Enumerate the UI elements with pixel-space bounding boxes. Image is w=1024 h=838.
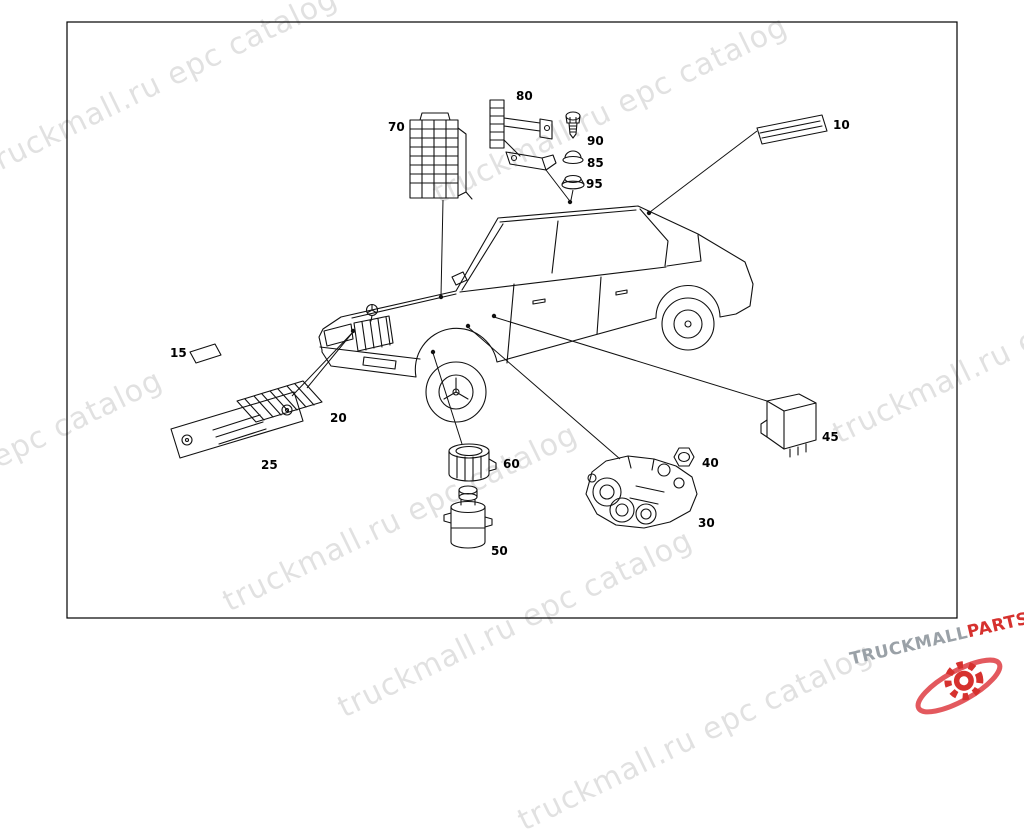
part-label-40: 40 [702, 456, 719, 470]
part-45-relay [760, 393, 817, 458]
part-40-nut [673, 447, 695, 467]
part-drawings [170, 99, 828, 549]
side-mirror [451, 271, 468, 286]
part-label-70: 70 [388, 120, 405, 134]
part-label-50: 50 [491, 544, 508, 558]
part-label-60: 60 [503, 457, 520, 471]
part-label-20: 20 [330, 411, 347, 425]
part-85-grommet [562, 150, 584, 165]
part-60-cap [448, 443, 497, 482]
part-15-plate [189, 343, 222, 364]
brand-logo: TRUCKMALLPARTS [848, 607, 1024, 757]
part-90-screw [565, 111, 581, 139]
part-label-95: 95 [586, 177, 603, 191]
door-handles [532, 289, 628, 305]
part-label-45: 45 [822, 430, 839, 444]
part-70-control-unit [409, 112, 473, 200]
license-plate [362, 356, 397, 370]
part-10-plate [756, 114, 828, 145]
part-80-bracket [489, 99, 557, 171]
part-label-30: 30 [698, 516, 715, 530]
part-label-25: 25 [261, 458, 278, 472]
grille [353, 315, 394, 352]
gear-swoosh-icon [915, 657, 1003, 715]
part-label-90: 90 [587, 134, 604, 148]
part-95-plug [561, 174, 585, 190]
mercedes-star-icon [365, 303, 379, 322]
part-50-pump [443, 485, 493, 549]
part-25-plate [170, 391, 304, 459]
rear-wheel [661, 297, 715, 351]
part-30-valve-body [585, 455, 698, 529]
car-drawing [318, 205, 754, 423]
headlight [323, 323, 354, 347]
leader-dots [350, 199, 652, 355]
part-20-plate [236, 380, 323, 423]
parts-diagram-svg [66, 21, 958, 619]
part-label-80: 80 [516, 89, 533, 103]
front-wheel [425, 361, 487, 423]
leader-lines [291, 130, 768, 460]
diagram-frame [66, 21, 958, 619]
part-label-10: 10 [833, 118, 850, 132]
part-label-15: 15 [170, 346, 187, 360]
part-label-85: 85 [587, 156, 604, 170]
